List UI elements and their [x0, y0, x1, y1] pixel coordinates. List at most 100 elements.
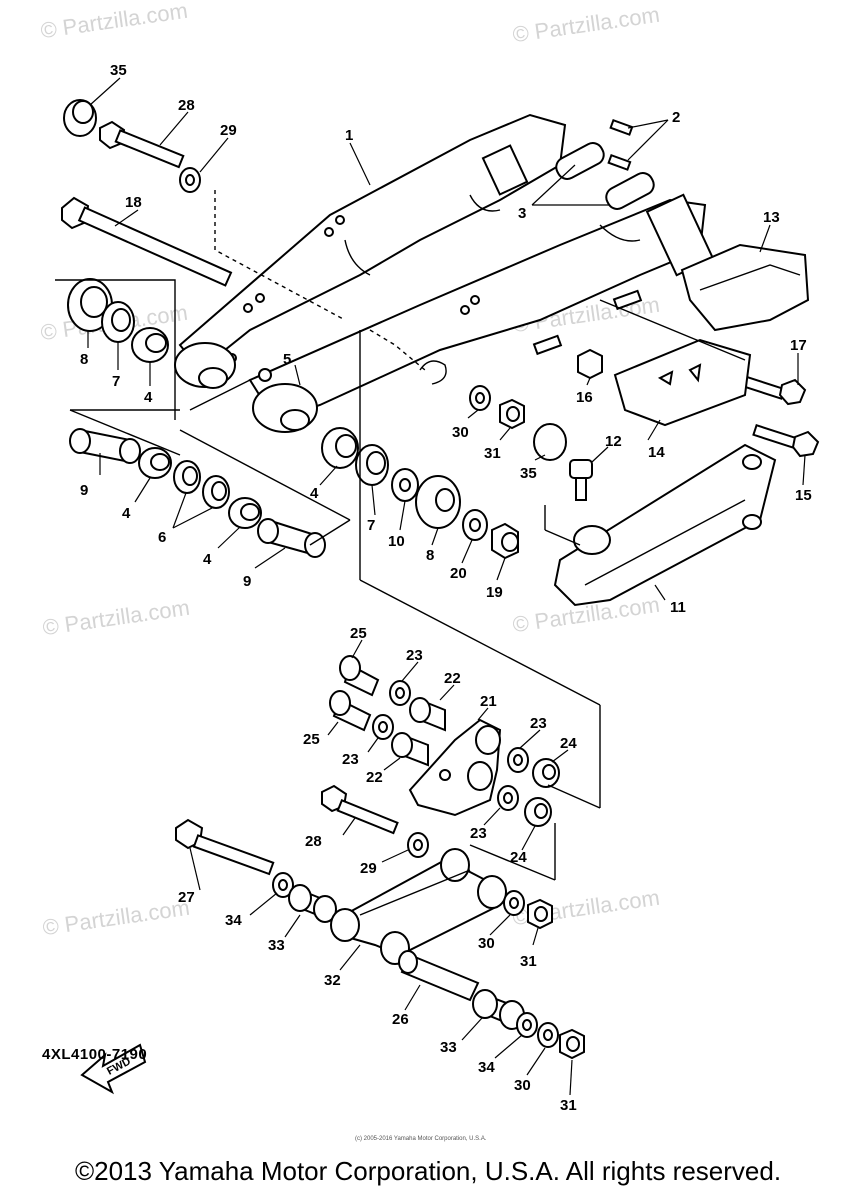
washer-34-left [272, 872, 294, 898]
callout-7-left: 7 [112, 373, 120, 390]
callout-24-top: 24 [560, 735, 577, 752]
washer-29-lower [407, 832, 429, 858]
callout-31-lower: 31 [560, 1097, 577, 1114]
callout-30-lower: 30 [514, 1077, 531, 1094]
washer-20 [462, 509, 488, 541]
cap-35-right [533, 423, 567, 461]
bolt-15 [752, 423, 820, 458]
washer-29-top [179, 167, 201, 193]
bolt-28-top [99, 120, 185, 169]
nut-16 [577, 348, 603, 380]
callout-18: 18 [125, 194, 142, 211]
callout-19: 19 [486, 584, 503, 601]
bearing-4-right [228, 497, 262, 529]
callout-31-top: 31 [484, 445, 501, 462]
bolt-17 [737, 373, 807, 406]
collar-9-left [69, 428, 141, 464]
callout-6: 6 [158, 529, 166, 546]
callout-22-top: 22 [444, 670, 461, 687]
callout-15: 15 [795, 487, 812, 504]
callout-1: 1 [345, 127, 353, 144]
oil-seal-7-left [101, 301, 135, 343]
callout-24-bottom: 24 [510, 849, 527, 866]
clip-5 [258, 360, 447, 385]
small-copyright-notice: (c) 2005-2016 Yamaha Motor Corporation, … [355, 1136, 487, 1142]
callout-34-right: 34 [478, 1059, 495, 1076]
washer-30-mid [503, 890, 525, 916]
callout-35-right: 35 [520, 465, 537, 482]
washer-30-top [469, 385, 491, 411]
callout-9-right: 9 [243, 573, 251, 590]
callout-25-bottom: 25 [303, 731, 320, 748]
collar-26 [398, 950, 480, 1002]
leader-lines [87, 77, 806, 1096]
copyright-footer: ©2013 Yamaha Motor Corporation, U.S.A. A… [74, 1156, 782, 1186]
connecting-rod-32 [330, 848, 507, 965]
callout-34-left: 34 [225, 912, 242, 929]
cap-35-top [63, 99, 97, 137]
bearing-4-mid [138, 447, 172, 479]
callout-23-right: 23 [530, 715, 547, 732]
callout-12: 12 [605, 433, 622, 450]
oil-seal-7-center [355, 444, 389, 486]
callout-28-lower: 28 [305, 833, 322, 850]
callout-9-left: 9 [80, 482, 88, 499]
callout-29-lower: 29 [360, 860, 377, 877]
plate-3 [555, 142, 655, 210]
collar-9-right [257, 518, 326, 558]
callout-13: 13 [763, 209, 780, 226]
bolt-27 [175, 818, 275, 876]
callout-23-left: 23 [342, 751, 359, 768]
rear-arm-11 [553, 443, 777, 607]
callout-4-left: 4 [144, 389, 153, 406]
callout-10: 10 [388, 533, 405, 550]
callout-26: 26 [392, 1011, 409, 1028]
callout-16: 16 [576, 389, 593, 406]
callout-5: 5 [283, 351, 291, 368]
pivot-shaft-18 [61, 196, 233, 287]
callout-3: 3 [518, 205, 526, 222]
callout-2: 2 [672, 109, 680, 126]
callout-4-right: 4 [203, 551, 212, 568]
callout-4-mid: 4 [122, 505, 131, 522]
callout-35-top: 35 [110, 62, 127, 79]
callout-23-top: 23 [406, 647, 423, 664]
callout-29-top: 29 [220, 122, 237, 139]
callout-21: 21 [480, 693, 497, 710]
seal-6 [173, 460, 230, 509]
seal-8-center [415, 475, 461, 529]
diagram-code: 4XL4100-7190 [42, 1046, 148, 1063]
callout-31-mid: 31 [520, 953, 537, 970]
nut-19 [491, 522, 519, 560]
washer-30-lower [537, 1022, 559, 1048]
callout-14: 14 [648, 444, 665, 461]
collar-33-right [472, 989, 525, 1030]
fwd-arrow-icon: FWD [80, 1043, 147, 1095]
nut-31-lower [559, 1028, 585, 1060]
nut-31-mid [527, 898, 553, 930]
callout-30-top: 30 [452, 424, 469, 441]
callout-8-center: 8 [426, 547, 434, 564]
washer-10 [391, 468, 419, 502]
callout-17: 17 [790, 337, 807, 354]
relay-arm-21 [408, 718, 502, 817]
washer-23-upper [372, 680, 411, 740]
callout-28-top: 28 [178, 97, 195, 114]
callout-22-bottom: 22 [366, 769, 383, 786]
washer-23-right [497, 747, 529, 811]
callout-27: 27 [178, 889, 195, 906]
callout-23-lower: 23 [470, 825, 487, 842]
bolt-28-lower [321, 784, 399, 835]
bearing-24 [524, 758, 560, 827]
nut-31-top [499, 398, 525, 430]
callout-33-right: 33 [440, 1039, 457, 1056]
bolt-12 [569, 459, 593, 501]
bearing-4-left [131, 327, 169, 363]
guide-bracket-14 [613, 338, 752, 427]
callout-8-left: 8 [80, 351, 88, 368]
callout-20: 20 [450, 565, 467, 582]
callout-25-top: 25 [350, 625, 367, 642]
swingarm [174, 113, 715, 433]
guide-lines [55, 190, 746, 881]
callout-30-mid: 30 [478, 935, 495, 952]
